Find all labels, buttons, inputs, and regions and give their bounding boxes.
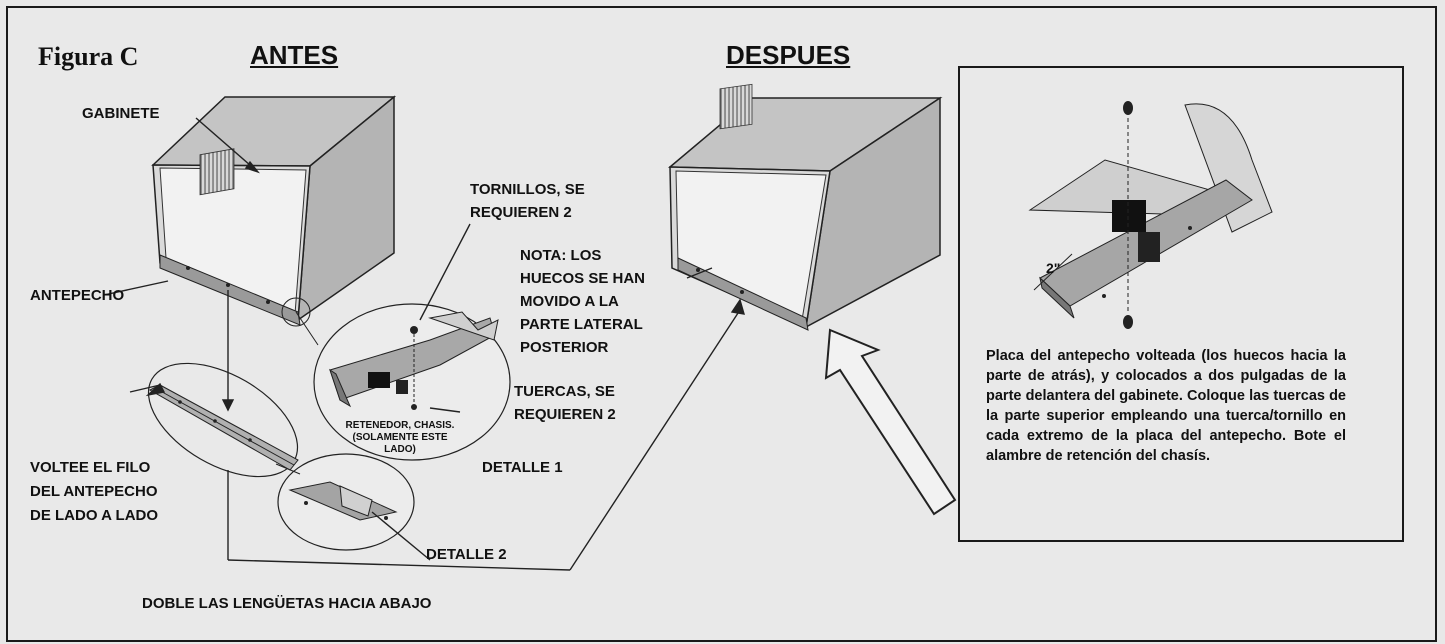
detail-box (958, 66, 1404, 542)
label-doble: DOBLE LAS LENGÜETAS HACIA ABAJO (142, 595, 432, 612)
cabinet-after (668, 83, 943, 331)
leader-lines (103, 117, 745, 571)
label-voltee-line2: DEL ANTEPECHO (30, 483, 158, 500)
heading-before: ANTES (250, 40, 339, 70)
big-arrow (824, 328, 957, 516)
detail-2-illustration (147, 362, 415, 551)
label-detalle-1: DETALLE 1 (482, 459, 563, 476)
detail-1-illustration (295, 303, 511, 461)
label-retenedor-line3: LADO) (384, 444, 416, 455)
label-detalle-2: DETALLE 2 (426, 546, 507, 563)
detail-caption: Placa del antepecho volteada (los huecos… (986, 348, 1346, 464)
label-nota-line4: PARTE LATERAL (520, 316, 643, 333)
label-tuercas-line2: REQUIEREN 2 (514, 406, 616, 423)
label-nota-line3: MOVIDO A LA (520, 293, 619, 310)
label-retenedor-line2: (SOLAMENTE ESTE (352, 432, 448, 443)
heading-after: DESPUES (726, 40, 851, 70)
label-retenedor-line1: RETENEDOR, CHASIS. (345, 420, 455, 431)
label-gabinete: GABINETE (82, 105, 160, 122)
label-tornillos-line2: REQUIEREN 2 (470, 204, 572, 221)
cabinet-before (151, 95, 397, 327)
label-voltee-line3: DE LADO A LADO (30, 507, 159, 524)
label-nota-line1: NOTA: LOS (520, 247, 602, 264)
label-dimension: 2" (1046, 260, 1061, 276)
label-tuercas-line1: TUERCAS, SE (514, 383, 615, 400)
label-nota-line5: POSTERIOR (520, 339, 609, 356)
label-tornillos-line1: TORNILLOS, SE (470, 181, 585, 198)
label-voltee-line1: VOLTEE EL FILO (30, 459, 151, 476)
label-antepecho: ANTEPECHO (30, 287, 125, 304)
label-nota-line2: HUECOS SE HAN (520, 270, 646, 287)
figure-title: Figura C (38, 42, 139, 71)
